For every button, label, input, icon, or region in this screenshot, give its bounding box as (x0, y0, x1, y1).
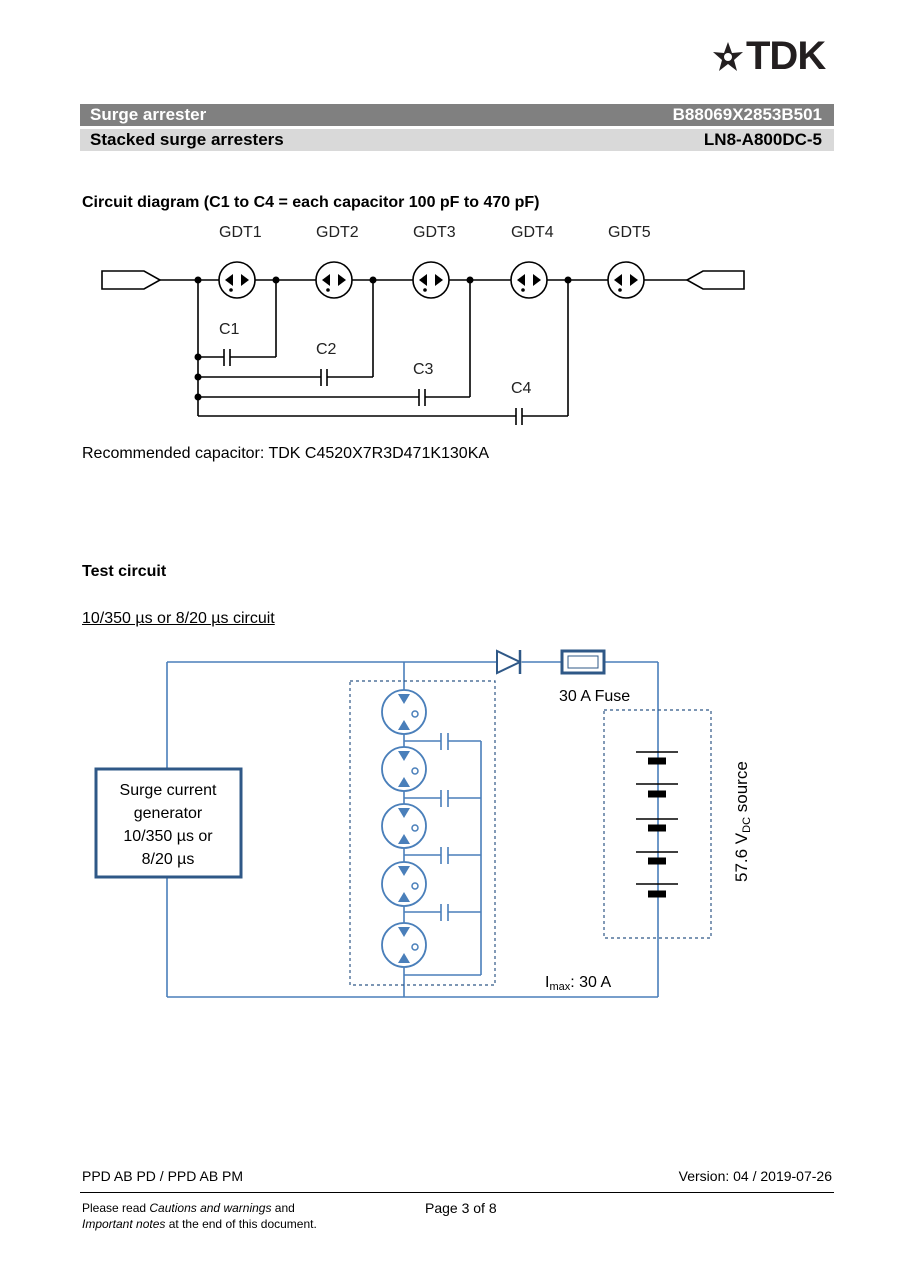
circuit-diagram: GDT1 GDT2 GDT3 GDT4 GDT5 C1 C2 C3 C4 (101, 224, 745, 425)
output-terminal (685, 270, 745, 290)
circuit-diagram-heading: Circuit diagram (C1 to C4 = each capacit… (82, 194, 540, 211)
product-series: Stacked surge arresters (90, 130, 284, 149)
battery-cells (636, 751, 678, 898)
test-circuit-heading: Test circuit (82, 563, 167, 580)
c2-label: C2 (316, 341, 337, 358)
gdt2-symbol (315, 261, 353, 299)
c1-label: C1 (219, 321, 240, 338)
header-bar-product: Surge arrester B88069X2853B501 (80, 104, 834, 126)
surge-generator-box (94, 767, 243, 879)
test-circuit-subheading: 10/350 µs or 8/20 µs circuit (82, 610, 275, 627)
fuse-symbol (560, 649, 606, 675)
fuse-label: 30 A Fuse (559, 688, 630, 705)
c4-label: C4 (511, 380, 532, 397)
footer-note: Please read Cautions and warnings and Im… (82, 1201, 317, 1231)
generator-line-3: 10/350 µs or (123, 828, 213, 845)
c3-label: C3 (413, 361, 434, 378)
ordering-code: B88069X2853B501 (672, 105, 822, 124)
gdt-stack-box (349, 680, 496, 986)
header-bar-series: Stacked surge arresters LN8-A800DC-5 (80, 129, 834, 151)
gdt5-label: GDT5 (608, 224, 651, 241)
footer-divider (80, 1192, 834, 1193)
test-circuit-diagram: Surge current generator 10/350 µs or 8/2… (94, 649, 753, 998)
gdt3-symbol (412, 261, 450, 299)
gdt2-label: GDT2 (316, 224, 359, 241)
gdt4-label: GDT4 (511, 224, 554, 241)
type-designation: LN8-A800DC-5 (703, 130, 822, 149)
tdk-logo-mark (713, 42, 743, 71)
footer-version: Version: 04 / 2019-07-26 (678, 1168, 832, 1184)
gdt5-symbol (607, 261, 645, 299)
generator-line-4: 8/20 µs (142, 851, 195, 868)
recommended-capacitor: Recommended capacitor: TDK C4520X7R3D471… (82, 445, 490, 462)
tdk-logo: TDK (712, 34, 838, 78)
generator-line-2: generator (134, 805, 203, 822)
page-number: Page 3 of 8 (425, 1200, 497, 1216)
dc-source-label: 57.6 VDC source (732, 761, 753, 882)
logo-text: TDK (746, 34, 826, 78)
gdt3-label: GDT3 (413, 224, 456, 241)
input-terminal (101, 270, 162, 290)
product-category: Surge arrester (90, 105, 207, 124)
imax-label: Imax: 30 A (545, 974, 611, 993)
generator-line-1: Surge current (120, 782, 217, 799)
gdt1-label: GDT1 (219, 224, 262, 241)
gdt1-symbol (218, 261, 256, 299)
diode-symbol (496, 649, 523, 675)
footer-department: PPD AB PD / PPD AB PM (82, 1168, 244, 1184)
gdt4-symbol (510, 261, 548, 299)
